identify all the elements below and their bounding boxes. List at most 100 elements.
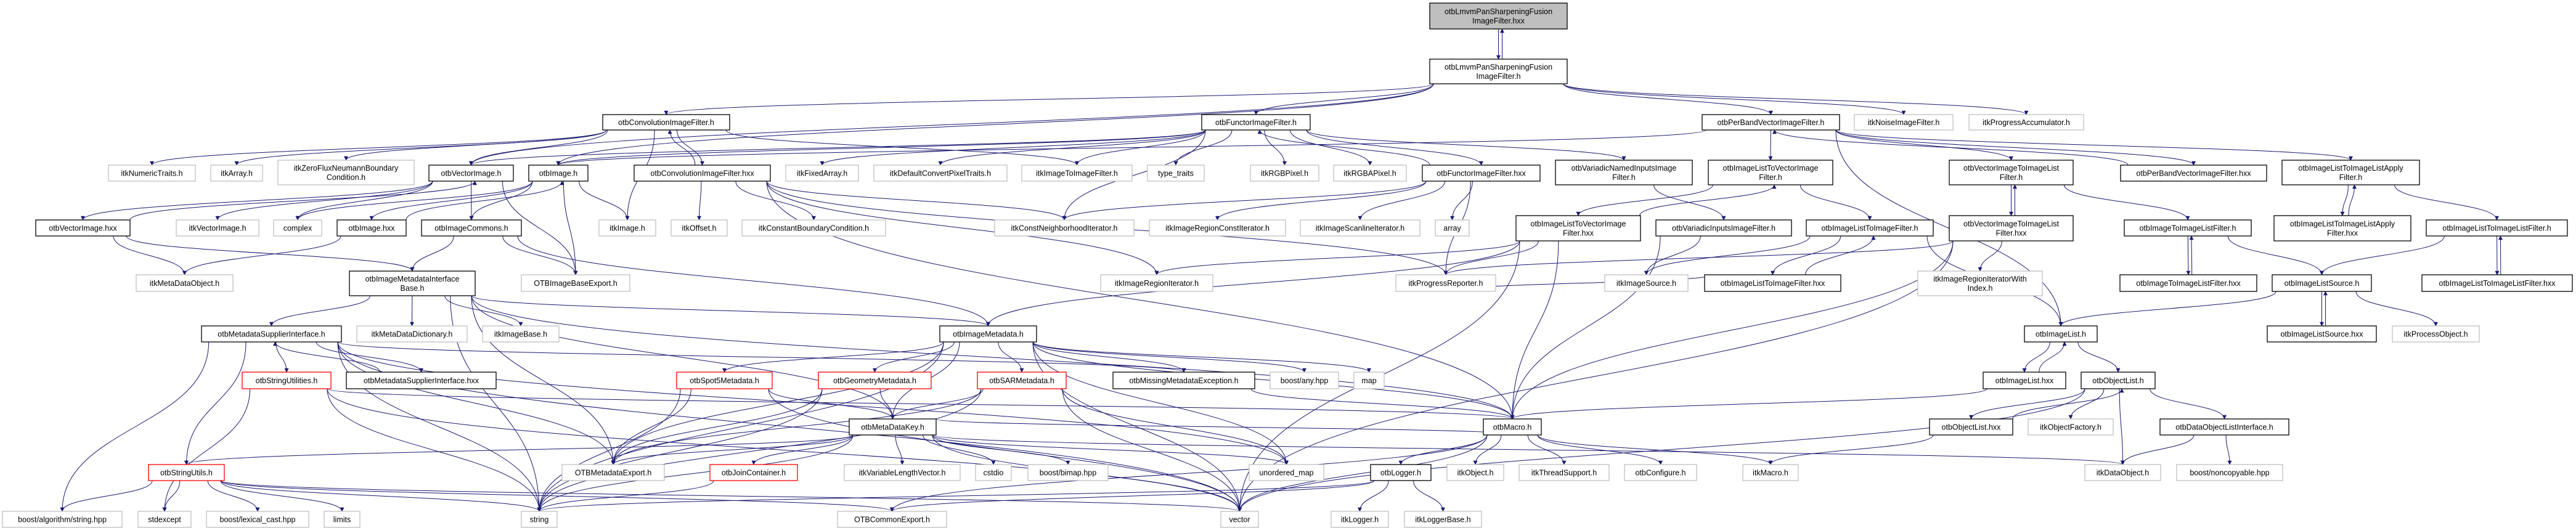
edge-imibase-to-imgmeta	[471, 295, 990, 327]
node-imgcommons[interactable]: otbImageCommons.h	[421, 219, 522, 237]
node-imagelist[interactable]: otbImageList.h	[2024, 325, 2098, 343]
node-box	[818, 372, 932, 389]
edge-img-to-itkimage	[579, 181, 630, 221]
node-root[interactable]: otbLmvmPanSharpeningFusionImageFilter.hx…	[1429, 2, 1568, 30]
node-lexcast: boost/lexical_cast.hpp	[206, 511, 309, 528]
node-msi[interactable]: otbMetadataSupplierInterface.h	[201, 325, 342, 343]
node-label: itkLoggerBase.h	[1415, 516, 1470, 524]
node-box	[844, 464, 961, 481]
node-box	[1435, 219, 1470, 237]
node-varinputs[interactable]: otbVariadicInputsImageFilter.h	[1655, 219, 1792, 237]
edge-mdkey-to-mdexport	[611, 434, 854, 465]
node-label: otbImageToImageListFilter.h	[2139, 224, 2236, 233]
node-label: otbMissingMetadataException.h	[1129, 376, 1238, 385]
node-logger[interactable]: otbLogger.h	[1370, 464, 1432, 481]
node-label: otbStringUtils.h	[160, 469, 213, 477]
node-label: Filter.h	[1759, 173, 1782, 182]
node-label: otbConvolutionImageFilter.hxx	[650, 169, 754, 178]
node-box	[2421, 274, 2573, 292]
node-macro[interactable]: otbMacro.h	[1483, 418, 1542, 436]
node-mdkey[interactable]: otbMetaDataKey.h	[849, 418, 937, 436]
node-box	[1027, 464, 1109, 481]
node-msihxx[interactable]: otbMetadataSupplierInterface.hxx	[346, 372, 497, 389]
node-label: otbVectorImage.h	[441, 169, 502, 178]
node-box	[273, 219, 322, 237]
node-umap: unordered_map	[1249, 464, 1324, 481]
node-doli[interactable]: otbDataObjectListInterface.h	[2159, 418, 2289, 436]
node-box	[2119, 274, 2257, 292]
edge-logger-to-itklogger	[1358, 480, 1389, 512]
node-stdexcept: stdexcept	[137, 511, 192, 528]
node-label: otbImageListToVectorImage	[1723, 164, 1819, 173]
node-func[interactable]: otbFunctorImageFilter.h	[1201, 114, 1311, 131]
edge-imgmeta-to-geom	[873, 341, 955, 373]
node-label: otbConfigure.h	[1635, 469, 1685, 477]
node-label: itkRGBAPixel.h	[1343, 169, 1396, 178]
node-join[interactable]: otbJoinContainer.h	[709, 464, 798, 481]
node-il2imghxx[interactable]: otbImageListToImageFilter.hxx	[1704, 274, 1841, 292]
node-il2img[interactable]: otbImageListToImageFilter.h	[1806, 219, 1934, 237]
edge-mdkey-to-varlen	[895, 434, 905, 465]
node-box	[2024, 325, 2098, 343]
node-label: Filter.hxx	[1995, 229, 2027, 238]
node-objlisthxx[interactable]: otbObjectList.hxx	[1929, 418, 2013, 436]
node-img[interactable]: otbImage.h	[528, 164, 589, 182]
node-strutilities[interactable]: otbStringUtilities.h	[242, 372, 332, 389]
node-strutils[interactable]: otbStringUtils.h	[148, 464, 225, 481]
node-sar[interactable]: otbSARMetadata.h	[977, 372, 1067, 389]
node-funchxx[interactable]: otbFunctorImageFilter.hxx	[1422, 164, 1541, 182]
edge-img-to-imgbaseexport	[563, 181, 578, 275]
node-box	[277, 160, 415, 185]
node-imgmeta[interactable]: otbImageMetadata.h	[939, 325, 1037, 343]
node-ilsourcehxx[interactable]: otbImageListSource.hxx	[2267, 325, 2377, 343]
node-box	[1429, 59, 1568, 84]
node-il2ilhxx[interactable]: otbImageListToImageListFilter.hxx	[2421, 274, 2573, 292]
node-missing[interactable]: otbMissingMetadataException.h	[1112, 372, 1255, 389]
node-ilsource[interactable]: otbImageListSource.h	[2272, 274, 2372, 292]
edge-ilapplyhxx-to-ilapply	[2348, 184, 2357, 216]
node-label: otbObjectList.h	[2092, 376, 2143, 385]
edge-logger-to-string	[537, 480, 1375, 512]
node-box	[2028, 418, 2114, 436]
node-perband[interactable]: otbPerBandVectorImageFilter.h	[1702, 114, 1840, 131]
edge-imibase-to-macro	[471, 295, 1515, 420]
node-perbandhxx[interactable]: otbPerBandVectorImageFilter.hxx	[2120, 164, 2267, 182]
edge-objlist-to-objlisthxx	[1969, 388, 2085, 420]
node-label: boost/noncopyable.hpp	[2190, 469, 2269, 477]
node-label: otbImageListSource.h	[2285, 279, 2360, 288]
node-conv[interactable]: otbConvolutionImageFilter.h	[602, 114, 730, 131]
node-il2il[interactable]: otbImageListToImageListFilter.h	[2426, 219, 2568, 237]
node-spot5[interactable]: otbSpot5Metadata.h	[676, 372, 773, 389]
node-vecimghxx[interactable]: otbVectorImage.hxx	[35, 219, 131, 237]
node-img2ilhxx[interactable]: otbImageToImageListFilter.hxx	[2119, 274, 2257, 292]
node-imagelisthxx[interactable]: otbImageList.hxx	[1983, 372, 2066, 389]
node-box	[977, 372, 1067, 389]
node-label: Filter.hxx	[2327, 229, 2358, 238]
node-vector: vector	[1220, 511, 1259, 528]
node-vecimg[interactable]: otbVectorImage.h	[428, 164, 514, 182]
node-objlist[interactable]: otbObjectList.h	[2081, 372, 2156, 389]
node-label: otbFunctorImageFilter.h	[1215, 118, 1297, 127]
node-geom[interactable]: otbGeometryMetadata.h	[818, 372, 932, 389]
node-box	[1404, 511, 1482, 528]
node-imghxx[interactable]: otbImage.hxx	[336, 219, 407, 237]
node-convhxx[interactable]: otbConvolutionImageFilter.hxx	[634, 164, 771, 182]
node-thread: itkThreadSupport.h	[1518, 464, 1610, 481]
node-itkloggerbase: itkLoggerBase.h	[1404, 511, 1482, 528]
node-label: itkOffset.h	[682, 224, 716, 233]
node-label: otbVariadicInputsImageFilter.h	[1672, 224, 1775, 233]
node-img2il[interactable]: otbImageToImageListFilter.h	[2124, 219, 2252, 237]
node-box	[2124, 219, 2252, 237]
node-label: itkLogger.h	[1341, 516, 1379, 524]
edge-macro-to-logger	[1398, 434, 1488, 465]
edge-macro-to-vector	[1237, 434, 1488, 512]
